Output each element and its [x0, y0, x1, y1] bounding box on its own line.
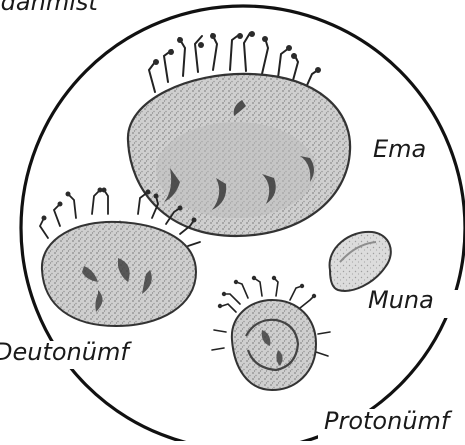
top-label: idanmist [0, 0, 98, 14]
protonumf-mite-drawing [212, 276, 330, 390]
stage-label-deutonumf: Deutonümf [0, 340, 129, 364]
stage-label-muna: Muna [368, 288, 434, 312]
stage-label-protonumf: Protonümf [324, 409, 449, 433]
stage-label-ema: Ema [373, 137, 426, 161]
muna-egg-drawing [330, 232, 391, 291]
ema-mite-drawing [128, 31, 350, 236]
